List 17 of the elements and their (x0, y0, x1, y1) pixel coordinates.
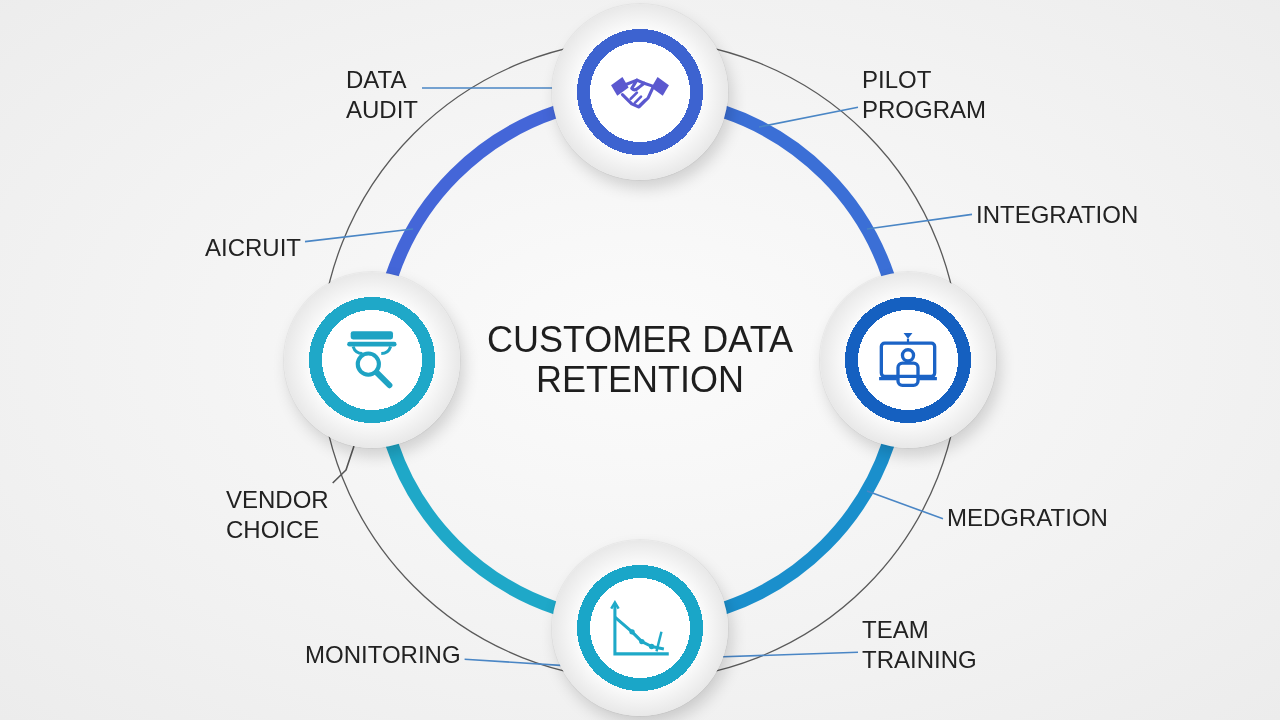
diagram-title: CUSTOMER DATA RETENTION (486, 320, 794, 400)
leader-line (866, 213, 973, 230)
leader-line (421, 87, 553, 89)
leader-line (463, 658, 562, 667)
step-label: TEAM TRAINING (862, 615, 977, 675)
step-label: INTEGRATION (976, 200, 1139, 230)
step-label: MEDGRATION (947, 503, 1108, 533)
leader-line (331, 445, 355, 484)
step-label: VENDOR CHOICE (226, 485, 329, 545)
step-label: DATA AUDIT (346, 65, 418, 125)
leader-line (722, 651, 859, 658)
leader-line (758, 106, 859, 128)
step-label: AICRUIT (205, 233, 301, 263)
step-label: PILOT PROGRAM (862, 65, 986, 125)
leader-line (304, 228, 414, 243)
step-label: MONITORING (305, 640, 461, 670)
leader-line (866, 490, 944, 520)
